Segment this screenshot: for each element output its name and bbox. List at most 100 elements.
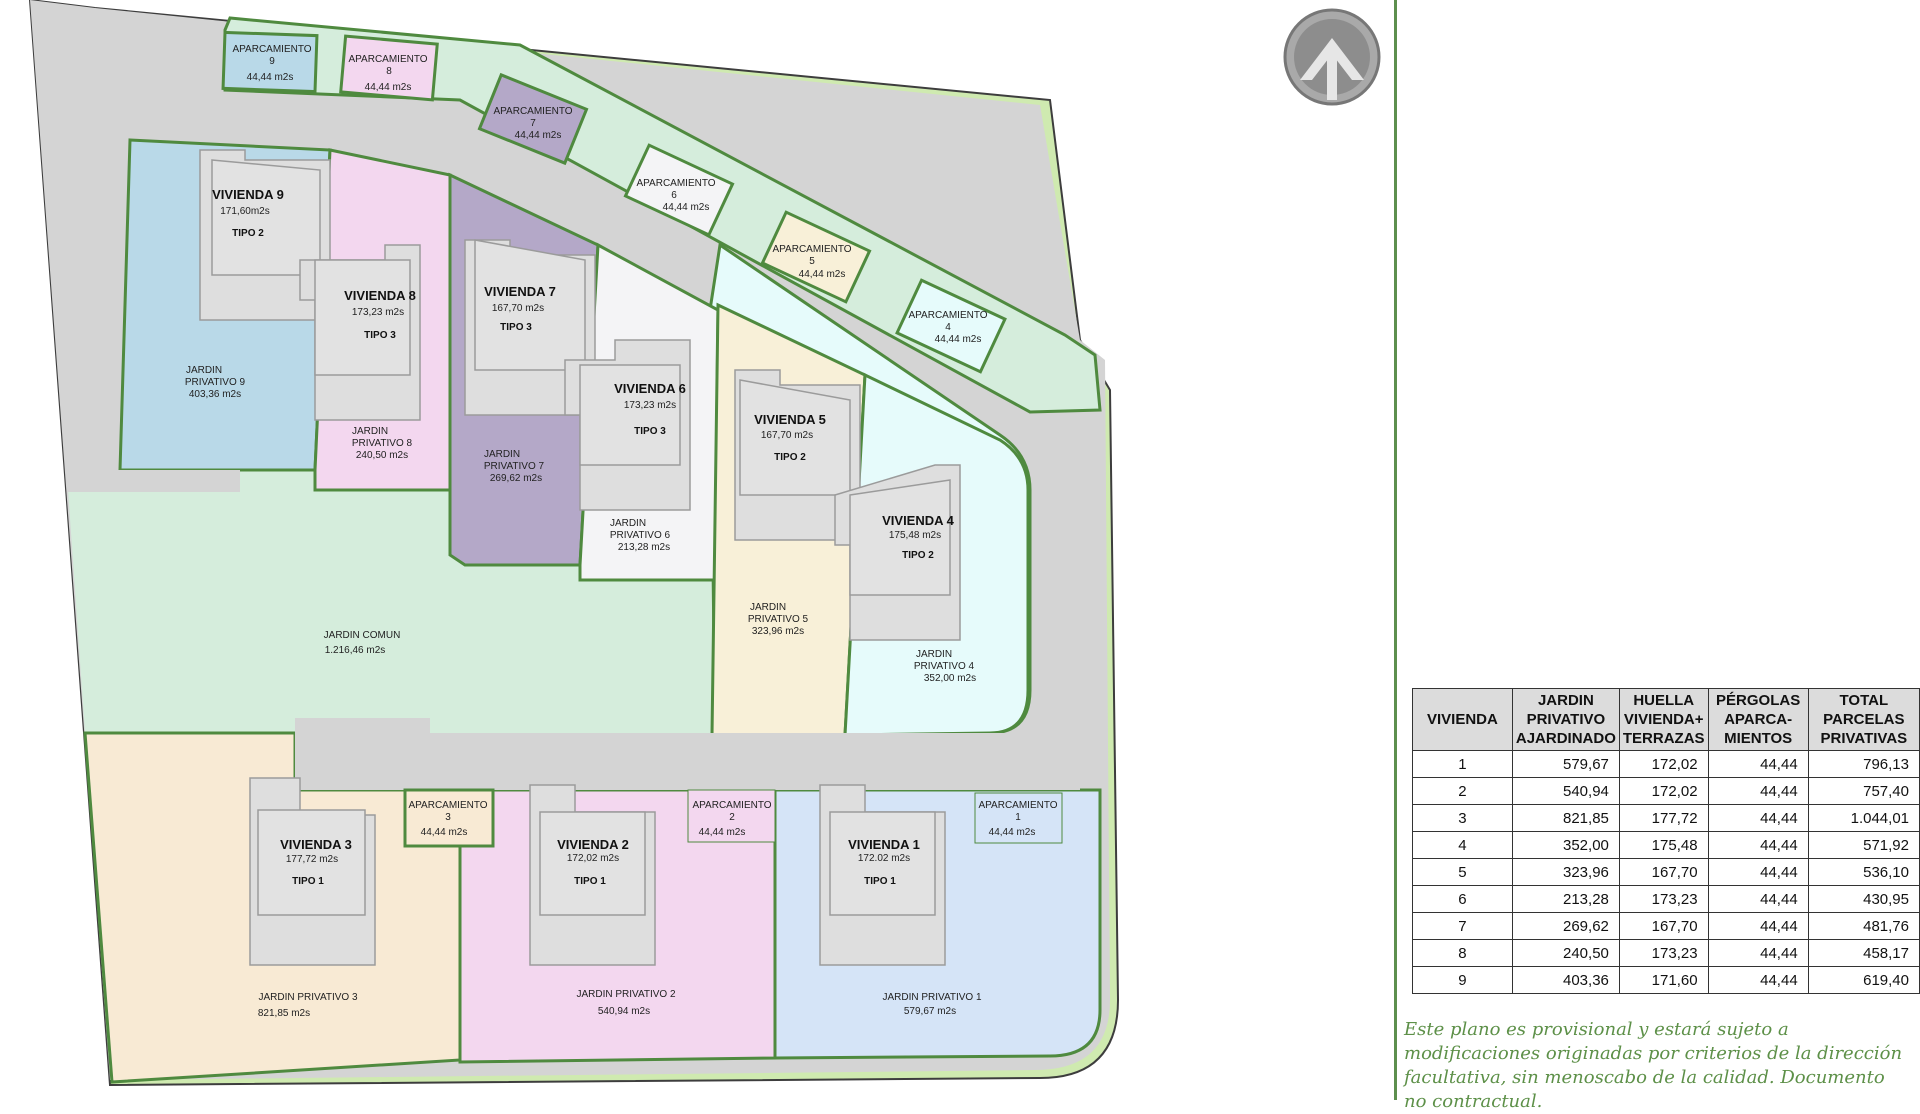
vivienda-8-tipo: TIPO 3 [364,330,396,341]
table-cell: 796,13 [1807,750,1920,778]
table-cell: 167,70 [1618,858,1709,886]
table-cell: 175,48 [1618,831,1709,859]
table-cell: 540,94 [1511,777,1620,805]
parking-5-label: APARCAMIENTO 5 44,44 m2s [772,244,851,280]
table-cell: 619,40 [1807,966,1920,994]
svg-text:APARCAMIENTO: APARCAMIENTO [692,800,771,811]
svg-text:44,44 m2s: 44,44 m2s [699,827,746,838]
house-footprints [199,149,961,966]
table-cell: 579,67 [1511,750,1620,778]
parking-2 [687,789,776,843]
parking-1-label: APARCAMIENTO 1 44,44 m2s [978,800,1057,838]
vivienda-4-tipo: TIPO 2 [902,550,934,561]
vivienda-4-area: 175,48 m2s [889,530,941,541]
table-cell: 821,85 [1511,804,1620,832]
parking-7 [477,72,589,166]
panel-divider [1394,0,1397,1100]
table-cell: 44,44 [1707,858,1809,886]
jardin-2-area: 540,94 m2s [598,1006,650,1017]
parking-5 [760,210,872,304]
vivienda-3-tipo: TIPO 1 [292,876,324,887]
svg-text:1: 1 [1015,812,1021,823]
jardin-5-line2: PRIVATIVO 5 [748,614,809,625]
jardin-comun-label: JARDIN COMUN [324,630,401,641]
jardin-3-area: 821,85 m2s [258,1008,310,1019]
jardin-6-area: 213,28 m2s [618,542,670,553]
vivienda-3-area: 177,72 m2s [286,854,338,865]
parking-3 [403,788,495,848]
table-cell: 1 [1412,750,1513,778]
vivienda-8-area: 173,23 m2s [352,307,404,318]
table-cell: 323,96 [1511,858,1620,886]
table-cell: 167,70 [1618,912,1709,940]
vivienda-9-tipo: TIPO 2 [232,228,264,239]
table-cell: 44,44 [1707,831,1809,859]
table-cell: 571,92 [1807,831,1920,859]
vivienda-8-title: VIVIENDA 8 [344,288,416,303]
jardin-6-line2: PRIVATIVO 6 [610,530,671,541]
svg-text:APARCAMIENTO: APARCAMIENTO [636,178,715,189]
svg-text:APARCAMIENTO: APARCAMIENTO [772,244,851,255]
table-cell: 536,10 [1807,858,1920,886]
vivienda-5-title: VIVIENDA 5 [754,412,826,427]
table-cell: 5 [1412,858,1513,886]
jardin-9-line1: JARDIN [186,365,222,376]
vivienda-5-tipo: TIPO 2 [774,452,806,463]
vivienda-2-title: VIVIENDA 2 [557,837,629,852]
table-cell: 213,28 [1511,885,1620,913]
svg-text:8: 8 [386,66,392,77]
vivienda-7-area: 167,70 m2s [492,303,544,314]
table-cell: 44,44 [1707,966,1809,994]
vivienda-6-title: VIVIENDA 6 [614,381,686,396]
jardin-9-area: 403,36 m2s [189,389,241,400]
svg-text:APARCAMIENTO: APARCAMIENTO [408,800,487,811]
table-cell: 1.044,01 [1807,804,1920,832]
jardin-4-area: 352,00 m2s [924,673,976,684]
svg-text:44,44 m2s: 44,44 m2s [989,827,1036,838]
jardin-8-area: 240,50 m2s [356,450,408,461]
svg-text:6: 6 [671,190,677,201]
table-cell: 9 [1412,966,1513,994]
svg-text:7: 7 [530,118,536,129]
table-cell: 4 [1412,831,1513,859]
svg-text:3: 3 [445,812,451,823]
svg-text:APARCAMIENTO: APARCAMIENTO [978,800,1057,811]
table-cell: 6 [1412,885,1513,913]
svg-text:APARCAMIENTO: APARCAMIENTO [493,106,572,117]
table-cell: 757,40 [1807,777,1920,805]
table-cell: 8 [1412,939,1513,967]
parking-6 [623,143,735,237]
vivienda-1-title: VIVIENDA 1 [848,837,920,852]
table-cell: 403,36 [1511,966,1620,994]
table-cell: 7 [1412,912,1513,940]
svg-text:APARCAMIENTO: APARCAMIENTO [232,44,311,55]
table-cell: 352,00 [1511,831,1620,859]
jardin-5-line1: JARDIN [750,602,786,613]
table-cell: 171,60 [1618,966,1709,994]
vivienda-6-tipo: TIPO 3 [634,426,666,437]
vivienda-1-tipo: TIPO 1 [864,876,896,887]
parking-2-label: APARCAMIENTO 2 44,44 m2s [692,800,771,838]
table-cell: 240,50 [1511,939,1620,967]
svg-text:5: 5 [809,256,815,267]
table-cell: 44,44 [1707,804,1809,832]
svg-text:44,44 m2s: 44,44 m2s [663,202,710,213]
svg-text:44,44 m2s: 44,44 m2s [515,130,562,141]
parking-6-label: APARCAMIENTO 6 44,44 m2s [636,178,715,213]
table-cell: 430,95 [1807,885,1920,913]
jardin-5-area: 323,96 m2s [752,626,804,637]
parking-9-label: APARCAMIENTO 9 44,44 m2s [232,44,311,83]
jardin-8-line1: JARDIN [352,426,388,437]
svg-text:APARCAMIENTO: APARCAMIENTO [908,310,987,321]
svg-text:44,44 m2s: 44,44 m2s [421,827,468,838]
central-road [295,718,1080,790]
svg-text:APARCAMIENTO: APARCAMIENTO [348,54,427,65]
svg-text:9: 9 [269,56,275,67]
table-cell: 44,44 [1707,939,1809,967]
